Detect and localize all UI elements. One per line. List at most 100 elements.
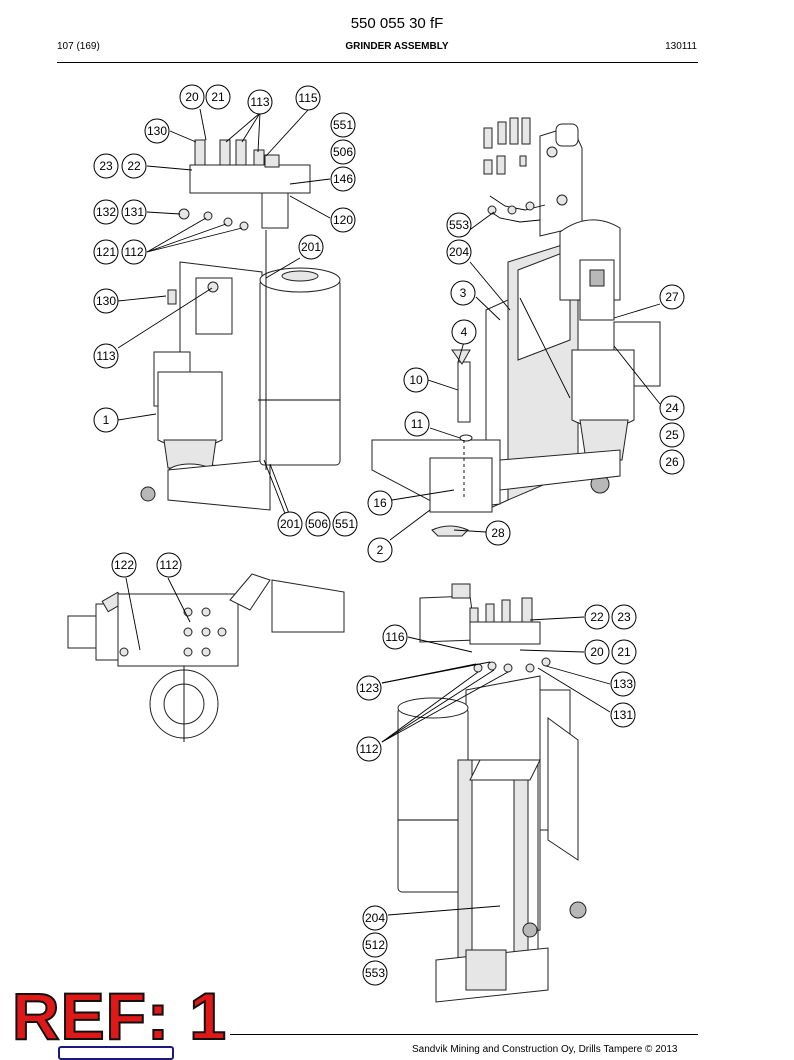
callout-bubble: 113: [93, 343, 119, 369]
callout-number: 133: [613, 677, 633, 691]
callout-bubble: 25: [659, 422, 685, 448]
callout-number: 116: [385, 630, 404, 644]
callout-number: 131: [613, 708, 633, 722]
callout-bubble: 112: [356, 736, 382, 762]
callout-number: 551: [335, 517, 355, 531]
callout-number: 112: [359, 742, 378, 756]
view-3-illustration: [67, 573, 345, 742]
callout-bubble: 201: [277, 511, 303, 537]
callout-bubble: 146: [330, 166, 356, 192]
callout-bubble: 22: [121, 153, 147, 179]
callout-bubble: 201: [298, 234, 324, 260]
callout-bubble: 131: [121, 199, 147, 225]
callout-number: 112: [124, 245, 143, 259]
callout-number: 22: [127, 159, 141, 173]
callout-bubble: 204: [446, 239, 472, 265]
callout-number: 22: [590, 610, 604, 624]
callout-bubble: 112: [121, 239, 147, 265]
callout-leaders: [117, 108, 661, 916]
callout-bubble: 3: [450, 280, 476, 306]
callout-number: 120: [333, 213, 353, 227]
callout-bubble: 115: [295, 85, 321, 111]
footer-divider: [230, 1034, 698, 1035]
callout-bubble: 130: [93, 288, 119, 314]
callout-bubble: 512: [362, 932, 388, 958]
callout-bubble: 133: [610, 671, 636, 697]
callout-number: 131: [124, 205, 144, 219]
callout-bubble: 123: [356, 675, 382, 701]
callout-bubble: 553: [362, 960, 388, 986]
callout-bubble: 20: [179, 84, 205, 110]
callout-number: 512: [365, 938, 385, 952]
callout-bubble: 122: [111, 552, 137, 578]
callout-number: 551: [333, 118, 353, 132]
callout-bubble: 132: [93, 199, 119, 225]
callout-number: 553: [449, 218, 469, 232]
callout-bubble: 506: [330, 139, 356, 165]
page-number: 107 (169): [57, 41, 100, 52]
callout-number: 113: [96, 349, 115, 363]
callout-bubble: 204: [362, 905, 388, 931]
callout-bubble: 113: [247, 89, 273, 115]
callout-number: 115: [298, 91, 317, 105]
callout-number: 21: [617, 645, 631, 659]
callout-number: 201: [280, 517, 300, 531]
callout-number: 10: [409, 373, 423, 387]
view-2-illustration: [371, 117, 661, 537]
view-4-illustration: [397, 583, 587, 1003]
callout-number: 2: [377, 543, 384, 557]
callout-bubble: 22: [584, 604, 610, 630]
callout-bubble: 16: [367, 490, 393, 516]
callout-bubble: 130: [144, 118, 170, 144]
callout-number: 4: [461, 325, 468, 339]
callout-number: 204: [449, 245, 469, 259]
callout-bubble: 4: [451, 319, 477, 345]
callout-number: 27: [665, 290, 679, 304]
callout-number: 130: [96, 294, 116, 308]
callout-bubble: 28: [485, 520, 511, 546]
callout-number: 25: [665, 428, 679, 442]
callout-bubble: 121: [93, 239, 119, 265]
callout-number: 23: [99, 159, 113, 173]
footer-copyright: Sandvik Mining and Construction Oy, Dril…: [412, 1044, 678, 1055]
callout-bubble: 23: [611, 604, 637, 630]
callout-number: 132: [96, 205, 116, 219]
callout-bubble: 1: [93, 407, 119, 433]
callout-bubble: 551: [332, 511, 358, 537]
callout-number: 123: [359, 681, 379, 695]
callouts-view-4: 22 23 116 20 21 123 133 131 112 204 512 …: [356, 604, 637, 986]
callout-bubble: 21: [611, 639, 637, 665]
callout-number: 28: [491, 526, 505, 540]
callout-bubble: 27: [659, 284, 685, 310]
callout-number: 26: [665, 455, 679, 469]
callout-number: 112: [159, 558, 178, 572]
callout-number: 506: [308, 517, 328, 531]
ref-stamp: REF: 1: [11, 979, 228, 1053]
callouts-view-3: 122 112: [111, 552, 182, 578]
document-number: 550 055 30 fF: [350, 15, 444, 32]
view-1-illustration: [140, 139, 341, 511]
callout-number: 204: [365, 911, 385, 925]
callout-number: 11: [411, 417, 424, 431]
callout-bubble: 2: [367, 537, 393, 563]
callout-number: 146: [333, 172, 353, 186]
callout-number: 23: [617, 610, 631, 624]
callout-bubble: 131: [610, 702, 636, 728]
callout-number: 1: [103, 413, 110, 427]
callout-bubble: 551: [330, 112, 356, 138]
callout-number: 122: [114, 558, 134, 572]
callout-bubble: 506: [305, 511, 331, 537]
callout-bubble: 26: [659, 449, 685, 475]
callout-number: 3: [460, 286, 467, 300]
callout-bubble: 120: [330, 207, 356, 233]
callout-bubble: 21: [205, 84, 231, 110]
callout-bubble: 23: [93, 153, 119, 179]
callout-number: 506: [333, 145, 353, 159]
callout-number: 24: [665, 401, 679, 415]
callout-bubble: 116: [382, 624, 408, 650]
callout-number: 553: [365, 966, 385, 980]
callout-number: 16: [373, 496, 387, 510]
callouts-view-2: 553 204 3 27 4 10 24 11 25 26 16 28 2: [367, 212, 685, 563]
callout-number: 21: [211, 90, 225, 104]
